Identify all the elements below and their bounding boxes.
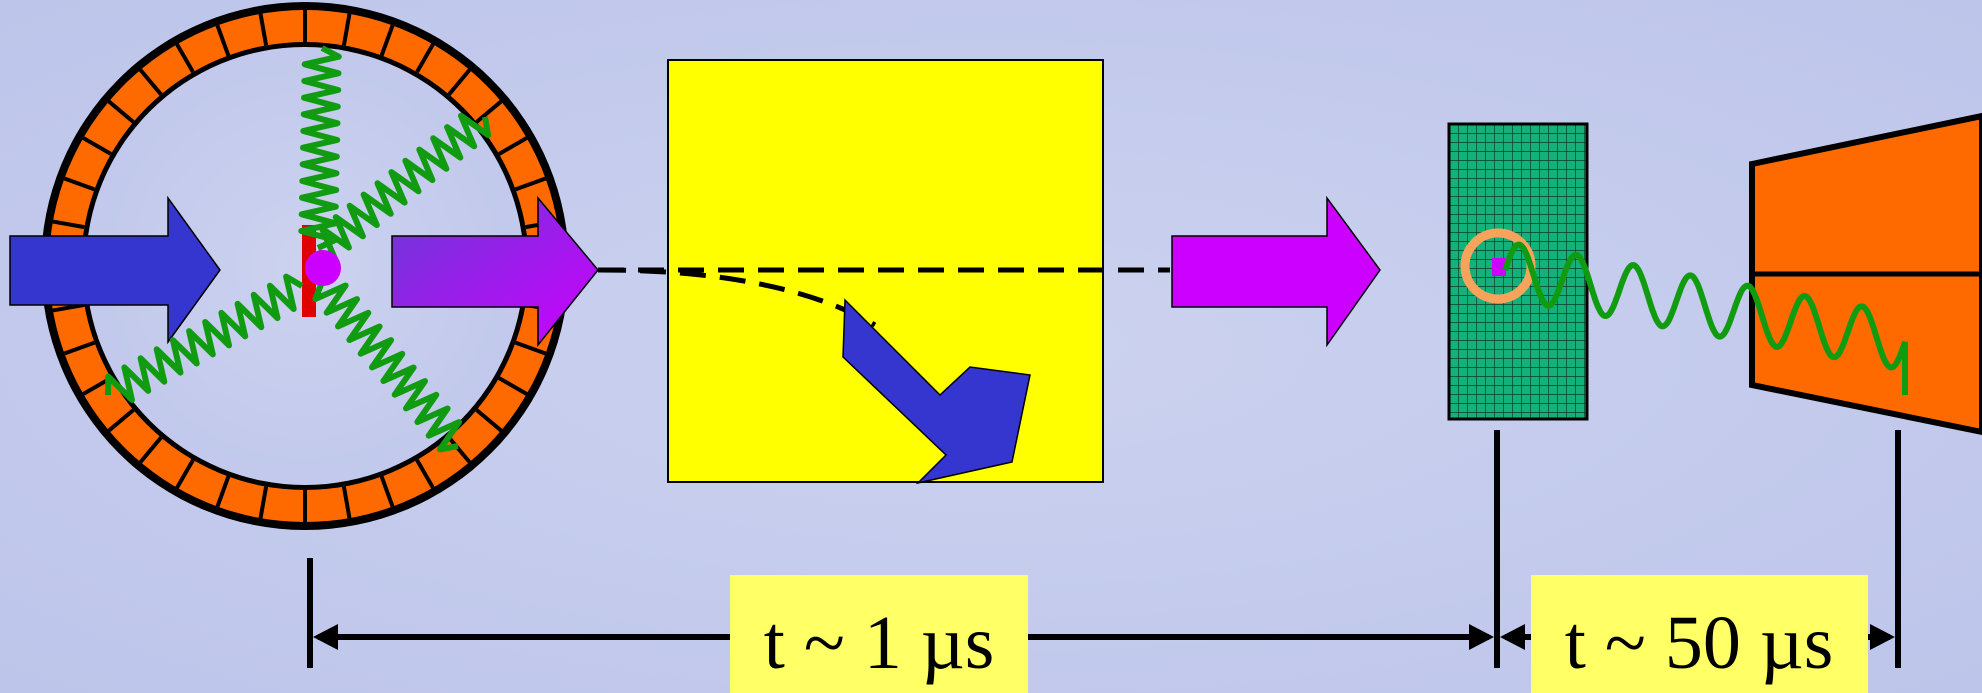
arrowhead-long-left [1500,624,1525,650]
ring-segment-divider [379,475,395,508]
short-time-label-box [730,575,1028,693]
ring-segment-divider [447,436,472,464]
ring-segment-divider [497,136,528,156]
ring-segment-divider [341,13,352,46]
long-time-label-box [1531,575,1868,693]
ring-segment-divider [215,24,231,57]
ring-segment-divider [107,99,135,124]
outgoing-beam-arrow [391,195,599,348]
decay-gamma-wave [1502,241,1908,395]
ring-segment-divider [475,408,503,433]
implanted-ion [1492,258,1506,276]
ring-segment-divider [138,436,163,464]
incoming-beam-arrow [9,195,221,345]
ring-segment-divider [82,136,113,156]
ring-segment-divider [514,176,547,192]
ring-segment-divider [107,408,135,433]
ring-segment-divider [63,340,96,356]
ring-segment-divider [52,219,85,230]
separated-beam-arrow [1171,195,1381,348]
gamma-spring-downleft [105,273,304,403]
ring-segment-divider [52,302,85,313]
long-time-label: t ~ 50 µs [1565,601,1834,685]
ring-segment-divider [475,99,503,124]
ring-segment-divider [138,68,163,96]
ring-segment-divider [258,486,269,519]
ring-segment-divider [341,486,352,519]
short-time-label: t ~ 1 µs [764,601,995,685]
ring-segment-divider [379,24,395,57]
deflected-beam-arrow [842,298,1031,485]
arrowhead-short-left [313,624,338,650]
arrowhead-long-right [1870,624,1895,650]
ring-segment-divider [415,43,435,74]
ring-segment-divider [215,475,231,508]
ring-segment-divider [258,13,269,46]
gamma-spring-up [298,45,342,251]
recoil-particle [305,250,341,286]
ring-segment-divider [447,68,472,96]
gamma-spring-upright [316,112,492,262]
gamma-spring-downright [312,280,462,453]
ring-segment-divider [497,376,528,396]
ring-segment-divider [175,43,195,74]
ring-segment-divider [63,176,96,192]
ring-segment-divider [415,458,435,489]
ring-segment-divider [175,458,195,489]
ring-segment-divider [514,340,547,356]
arrowhead-short-right [1469,624,1494,650]
